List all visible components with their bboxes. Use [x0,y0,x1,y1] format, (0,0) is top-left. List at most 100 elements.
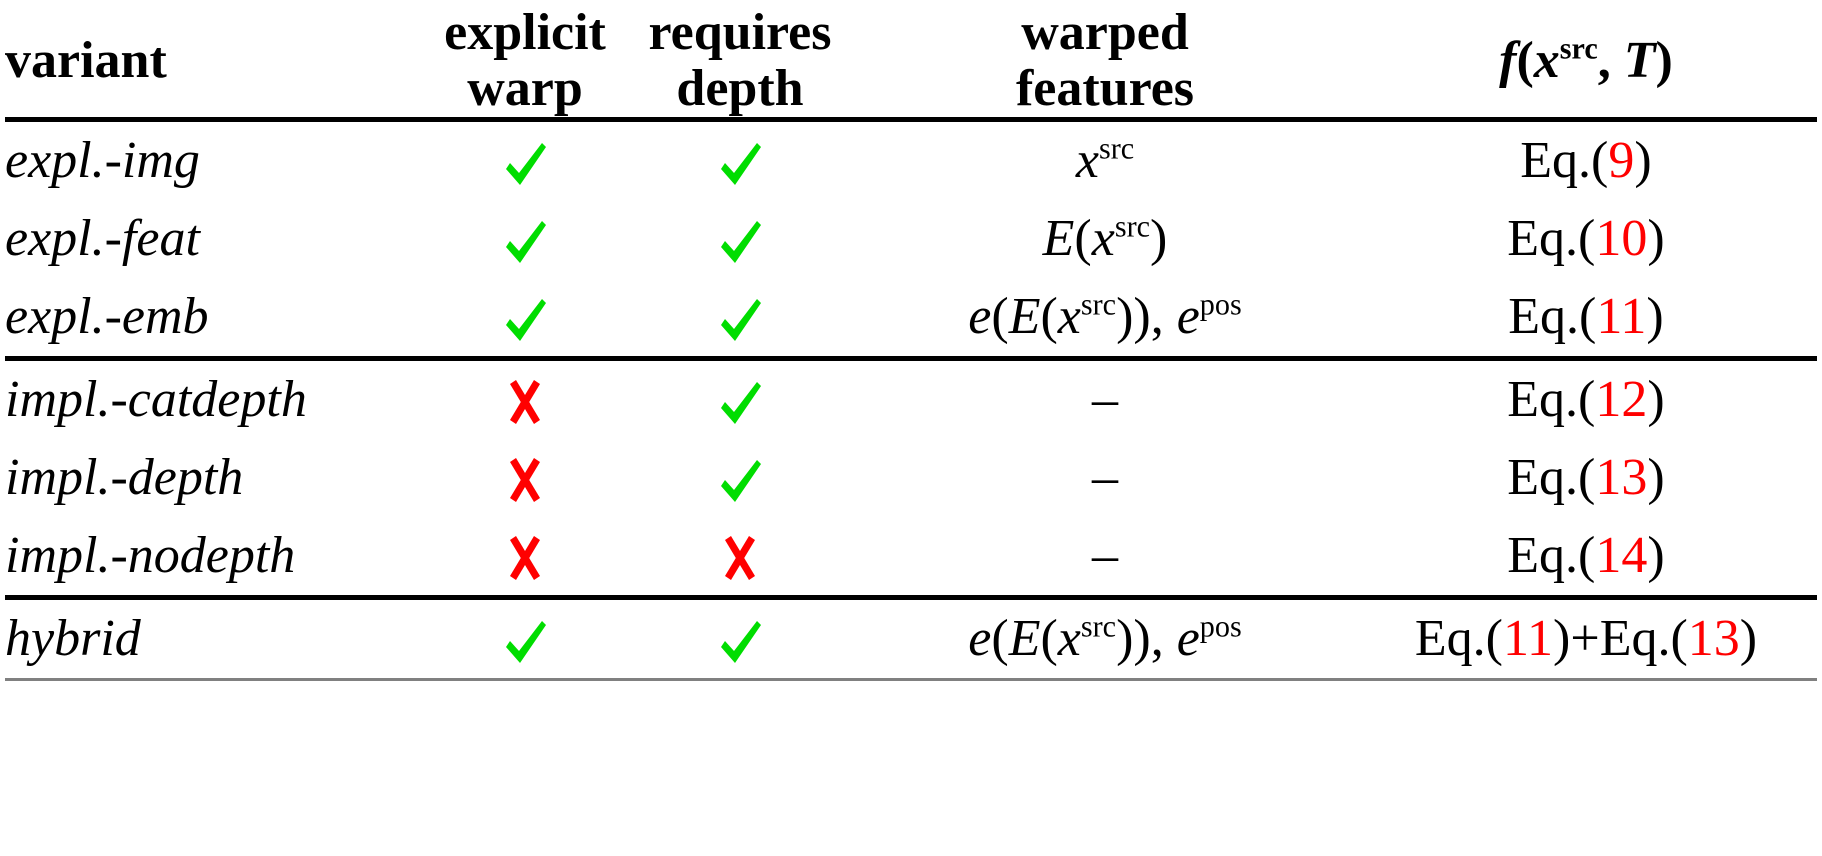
warped-features-value: e(E(xsrc)), epos [855,278,1355,359]
eq-number: 13 [1687,610,1740,668]
rule-segment [855,678,1355,688]
math-symbol: x [1075,132,1099,190]
math-literal: ( [1074,210,1092,268]
variant-name: impl.-depth [5,449,244,507]
eq-prefix: Eq. [1520,132,1592,190]
check-icon [425,595,625,680]
column-header-requires-depth-line2: depth [676,60,804,118]
equation-reference[interactable]: Eq.(14) [1355,517,1817,598]
eq-open-paren: ( [1670,610,1688,668]
math-superscript: pos [1199,609,1242,644]
column-header-explicit-warp-line2: warp [467,60,583,118]
rule-segment [625,678,855,688]
math-literal: – [1092,527,1118,585]
math-literal: ) [1150,210,1168,268]
check-icon [625,595,855,680]
table-row: impl.-nodepth – Eq.(14) [5,517,1817,598]
eq-number: 9 [1608,132,1635,190]
check-icon [425,278,625,359]
table-row-group-start: impl.-catdepth–Eq.(12) [5,356,1817,440]
eq-close-paren: ) [1647,210,1665,268]
math-literal: )) [1116,610,1151,668]
equation-reference[interactable]: Eq.(9) [1355,117,1817,201]
check-icon [625,439,855,517]
math-open-paren: ( [1516,32,1534,90]
math-superscript: src [1114,209,1151,244]
warped-features-value: xsrc [855,117,1355,201]
eq-plus: + [1570,610,1600,668]
eq-prefix: Eq. [1507,210,1579,268]
column-header-explicit-warp: explicit warp [425,4,625,120]
warped-features-value: – [855,439,1355,517]
cross-icon [625,517,855,598]
eq-close-paren: ) [1553,610,1571,668]
rule-bottom [5,678,1817,688]
math-symbol: E [1008,288,1041,346]
cross-icon [425,517,625,598]
equation-reference[interactable]: Eq.(10) [1355,200,1817,278]
eq-open-paren: ( [1485,610,1503,668]
variant-name: hybrid [5,595,425,680]
eq-close-paren: ) [1647,371,1665,429]
rule-top: variant explicit warp requires depth war… [5,4,1817,120]
eq-number: 13 [1595,449,1648,507]
math-symbol: E [1008,610,1041,668]
math-literal: ( [991,610,1009,668]
eq-close-paren: ) [1634,132,1652,190]
eq-number: 10 [1595,210,1648,268]
variant-name: impl.-catdepth [5,356,425,440]
math-f: f [1499,32,1517,90]
eq-open-paren: ( [1578,210,1596,268]
column-header-warped-features-line1: warped [1021,4,1189,61]
variant-name: expl.-emb [5,288,209,346]
eq-open-paren: ( [1578,449,1596,507]
column-header-warped-features: warped features [855,4,1355,120]
math-symbol: x [1057,288,1081,346]
variants-comparison-table: variant explicit warp requires depth war… [5,4,1817,688]
eq-number: 12 [1595,371,1648,429]
math-superscript: src [1098,131,1135,166]
eq-open-paren: ( [1591,132,1609,190]
eq-prefix: Eq. [1507,371,1579,429]
eq-number: 11 [1596,288,1647,346]
math-close-paren: ) [1655,32,1673,90]
equation-reference[interactable]: Eq.(12) [1355,356,1817,440]
math-symbol: e [968,288,992,346]
check-icon [425,200,625,278]
eq-prefix: Eq. [1508,288,1580,346]
eq-open-paren: ( [1579,288,1597,346]
check-icon [625,200,855,278]
column-header-requires-depth-line1: requires [648,4,832,61]
eq-close-paren: ) [1647,527,1665,585]
math-literal: )) [1116,288,1151,346]
eq-number: 14 [1595,527,1648,585]
math-literal: , [1150,610,1177,668]
column-header-requires-depth: requires depth [625,4,855,120]
math-literal: ( [1040,288,1058,346]
equation-reference[interactable]: Eq.(11)+Eq.(13) [1355,595,1817,680]
math-superscript: src [1080,609,1117,644]
variant-name: impl.-nodepth [5,527,296,585]
table-row: impl.-depth –Eq.(13) [5,439,1817,517]
table-header: variant explicit warp requires depth war… [5,4,1817,120]
math-literal: ( [991,288,1009,346]
math-superscript: pos [1199,287,1242,322]
math-comma: , [1597,32,1624,90]
rule-segment [425,678,625,688]
equation-reference[interactable]: Eq.(13) [1355,439,1817,517]
column-header-variant: variant [5,5,425,120]
column-header-variant-line1: variant [5,32,167,90]
equation-reference[interactable]: Eq.(11) [1355,278,1817,359]
column-header-warped-features-line2: features [1015,60,1195,118]
rule-segment [5,678,425,688]
math-symbol: e [1176,610,1200,668]
math-symbol: e [968,610,992,668]
math-symbol: e [1176,288,1200,346]
eq-open-paren: ( [1578,371,1596,429]
cross-icon [425,439,625,517]
